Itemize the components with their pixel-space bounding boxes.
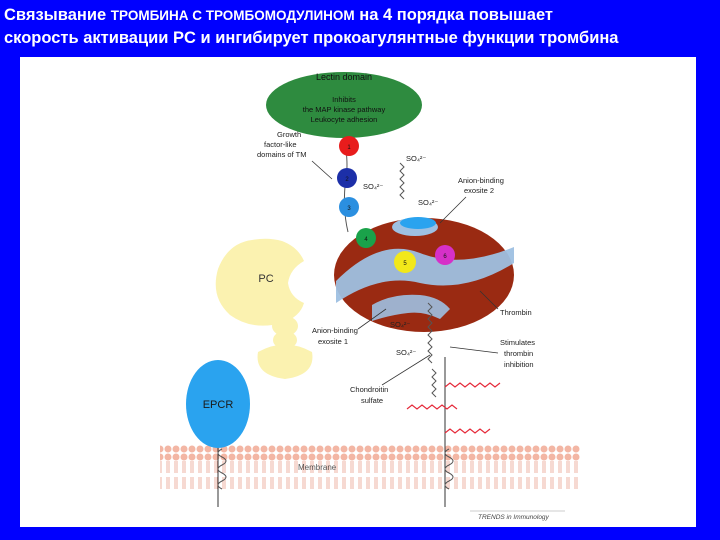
tm-anchor-epcr xyxy=(217,437,227,507)
egf-domain-2-number: 2 xyxy=(345,177,349,183)
egf-domain-2: 2 xyxy=(337,168,357,188)
so4-label-mid: SO₄²⁻ xyxy=(363,182,383,191)
stimulates-line-2: thrombin xyxy=(504,349,533,358)
lectin-domain: Lectin domain Inhibits the MAP kinase pa… xyxy=(266,72,422,138)
lectin-title: Lectin domain xyxy=(316,72,372,82)
egf-domain-3: 3 xyxy=(339,197,359,217)
tm-anchor-thrombomodulin xyxy=(444,357,454,507)
egf-domains: 1 2 3 4 5 6 xyxy=(337,136,455,273)
egf-domain-4-number: 4 xyxy=(364,237,368,243)
exosite-2-line-1: Anion-binding xyxy=(458,176,504,185)
title-thrombin-thrombomodulin: ТРОМБИНА С ТРОМБОМОДУЛИНОМ xyxy=(110,8,355,23)
red-gag-chains xyxy=(406,382,501,434)
chondroitin-line-2: sulfate xyxy=(361,396,383,405)
growth-label-line-1: Growth xyxy=(277,130,301,139)
thrombomodulin-diagram: Membrane EPCR PC Lectin domain Inhibits … xyxy=(160,72,580,521)
title-word-binding: Связывание xyxy=(4,6,107,24)
slide-title: Связывание ТРОМБИНА С ТРОМБОМОДУЛИНОМ на… xyxy=(4,4,716,49)
stimulates-line-3: inhibition xyxy=(504,360,534,369)
chondroitin-label: Chondroitin sulfate xyxy=(350,354,431,405)
chondroitin-sulfate-chain xyxy=(399,162,437,398)
lectin-line-2: the MAP kinase pathway xyxy=(303,105,386,114)
so4-label-lower-1: SO₄²⁻ xyxy=(390,320,410,329)
thrombin-label-text: Thrombin xyxy=(500,308,532,317)
credit-text: TRENDS in Immunology xyxy=(478,514,550,521)
so4-label-exosite: SO₄²⁻ xyxy=(418,198,438,207)
stimulates-label: Stimulates thrombin inhibition xyxy=(449,338,535,369)
egf-domain-6: 6 xyxy=(435,245,455,265)
pc-label: PC xyxy=(258,273,273,285)
protein-c: PC xyxy=(215,238,313,379)
egf-domain-5-number: 5 xyxy=(403,261,407,267)
growth-factor-label: Growth factor-like domains of TM xyxy=(257,130,333,180)
growth-label-line-3: domains of TM xyxy=(257,150,306,159)
credit: TRENDS in Immunology xyxy=(470,510,565,521)
title-line-1: Связывание ТРОМБИНА С ТРОМБОМОДУЛИНОМ на… xyxy=(4,4,716,27)
thrombin-label: Thrombin xyxy=(479,290,532,317)
egf-domain-1-number: 1 xyxy=(347,145,351,151)
chondroitin-line-1: Chondroitin xyxy=(350,385,388,394)
epcr-label: EPCR xyxy=(203,399,234,411)
lectin-line-3: Leukocyte adhesion xyxy=(311,115,378,124)
thrombin xyxy=(334,217,514,332)
exosite-2-label: Anion-binding exosite 2 xyxy=(439,176,504,224)
egf-domain-3-number: 3 xyxy=(347,206,351,212)
title-increases: на 4 порядка повышает xyxy=(359,6,554,24)
diagram-panel: Membrane EPCR PC Lectin domain Inhibits … xyxy=(20,57,696,527)
egf-domain-6-number: 6 xyxy=(443,254,447,260)
exosite-2-line-2: exosite 2 xyxy=(464,186,494,195)
lectin-line-1: Inhibits xyxy=(332,95,356,104)
exosite-1-line-2: exosite 1 xyxy=(318,337,348,346)
so4-label-top: SO₄²⁻ xyxy=(406,154,426,163)
membrane-label: Membrane xyxy=(298,463,337,472)
egf-domain-5: 5 xyxy=(394,251,416,273)
growth-label-line-2: factor-like xyxy=(264,140,297,149)
title-line-2: скорость активации PC и ингибирует проко… xyxy=(4,29,619,47)
epcr-receptor: EPCR xyxy=(186,360,250,448)
stimulates-line-1: Stimulates xyxy=(500,338,535,347)
egf-domain-1: 1 xyxy=(339,136,359,156)
exosite-1-line-1: Anion-binding xyxy=(312,326,358,335)
egf-domain-4: 4 xyxy=(356,228,376,248)
so4-label-lower-2: SO₄²⁻ xyxy=(396,348,416,357)
exosite-1-label: Anion-binding exosite 1 xyxy=(312,308,387,346)
cell-membrane: Membrane xyxy=(160,445,580,489)
